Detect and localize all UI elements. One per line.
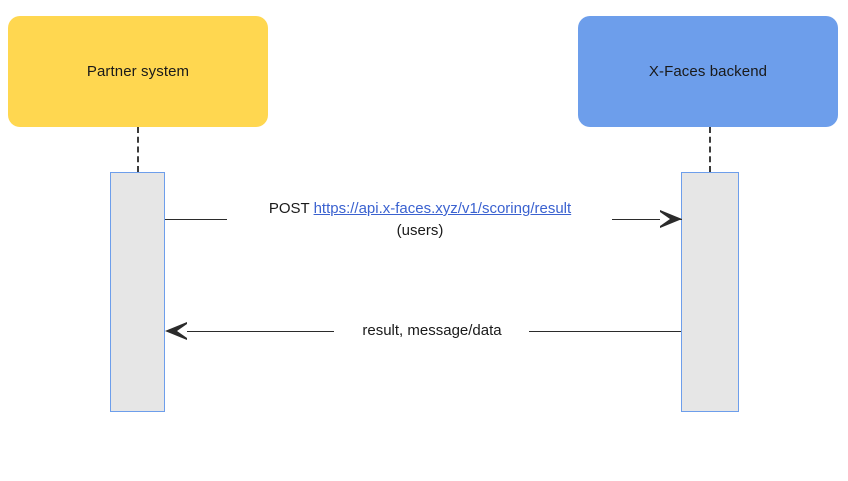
lifeline-partner-system bbox=[137, 127, 139, 172]
response-message-label: result, message/data bbox=[362, 322, 502, 339]
request-message-line-right bbox=[612, 219, 682, 220]
request-payload-label: (users) bbox=[396, 221, 444, 239]
lifeline-x-faces-backend bbox=[709, 127, 711, 172]
participant-x-faces-backend-label: X-Faces backend bbox=[648, 62, 768, 80]
activation-bar-x-faces-backend[interactable] bbox=[681, 172, 739, 412]
participant-x-faces-backend[interactable]: X-Faces backend bbox=[578, 16, 838, 127]
request-http-method: POST bbox=[268, 200, 310, 217]
participant-partner-system-label: Partner system bbox=[86, 62, 190, 80]
request-message-label: POST https://api.x-faces.xyz/v1/scoring/… bbox=[228, 198, 612, 242]
participant-partner-system[interactable]: Partner system bbox=[8, 16, 268, 127]
request-url-link[interactable]: https://api.x-faces.xyz/v1/scoring/resul… bbox=[313, 200, 572, 217]
request-message-first-line: POST https://api.x-faces.xyz/v1/scoring/… bbox=[228, 198, 612, 220]
request-message-line-left bbox=[165, 219, 227, 220]
response-message-line-left bbox=[186, 331, 334, 332]
activation-bar-partner-system[interactable] bbox=[110, 172, 165, 412]
response-arrowhead-icon bbox=[165, 322, 187, 340]
response-message-line-right bbox=[529, 331, 681, 332]
request-arrowhead-icon bbox=[660, 210, 682, 228]
